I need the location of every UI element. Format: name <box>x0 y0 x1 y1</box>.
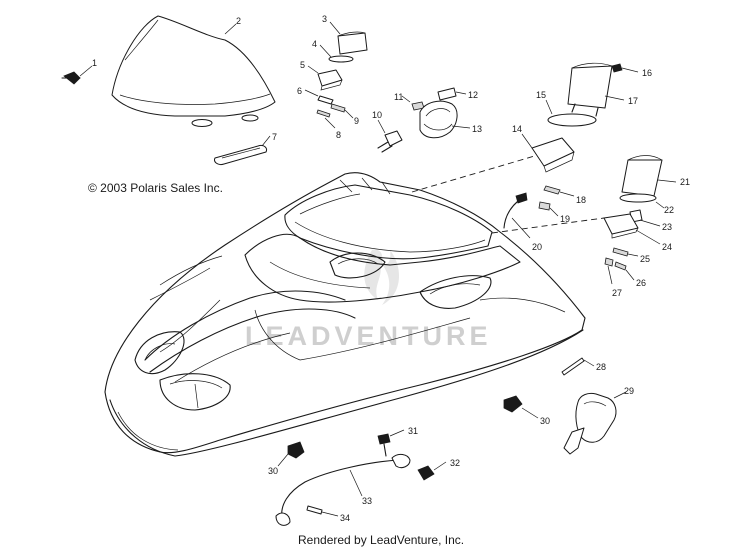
callout-29: 29 <box>624 386 634 396</box>
part-29-mirror: 29 <box>563 386 634 455</box>
part-19-fitting: 19 <box>538 201 570 224</box>
part-12-knob: 12 <box>437 87 478 101</box>
callout-28: 28 <box>596 362 606 372</box>
part-28-bolt: 28 <box>561 357 606 376</box>
callout-31: 31 <box>408 426 418 436</box>
callout-26: 26 <box>636 278 646 288</box>
callout-24: 24 <box>662 242 672 252</box>
callout-16: 16 <box>642 68 652 78</box>
callout-30-left: 30 <box>268 466 278 476</box>
part-10-socket: 10 <box>372 110 403 153</box>
part-2-windshield: 2 <box>111 15 276 127</box>
callout-10: 10 <box>372 110 382 120</box>
part-7-grab-handle: 7 <box>214 132 277 165</box>
callout-20: 20 <box>532 242 542 252</box>
callout-34: 34 <box>340 513 350 523</box>
part-26-clip: 26 <box>614 261 646 288</box>
part-34-rivet: 34 <box>306 505 350 523</box>
callout-9: 9 <box>354 116 359 126</box>
part-9-clip: 9 <box>330 103 359 126</box>
callout-22: 22 <box>664 205 674 215</box>
callout-6: 6 <box>297 86 302 96</box>
callout-5: 5 <box>300 60 305 70</box>
callout-3: 3 <box>322 14 327 24</box>
callout-13: 13 <box>472 124 482 134</box>
part-25-screw: 25 <box>612 247 650 264</box>
part-30-mount-left: 30 <box>268 441 305 476</box>
part-15-gauge-lens: 15 <box>536 90 597 127</box>
callout-19: 19 <box>560 214 570 224</box>
callout-21: 21 <box>680 177 690 187</box>
callout-2: 2 <box>236 16 241 26</box>
part-16-nut: 16 <box>611 63 652 78</box>
part-27-washer: 27 <box>604 257 622 298</box>
part-21-tachometer: 21 <box>621 155 690 197</box>
callout-4: 4 <box>312 39 317 49</box>
rendered-by-text: Rendered by LeadVenture, Inc. <box>298 533 464 547</box>
callout-15: 15 <box>536 90 546 100</box>
callout-11: 11 <box>394 92 403 102</box>
part-4-gauge-lens: 4 <box>312 39 354 63</box>
copyright-text: © 2003 Polaris Sales Inc. <box>88 181 223 195</box>
part-20-cable: 20 <box>503 192 542 252</box>
callout-30-right: 30 <box>540 416 550 426</box>
callout-23: 23 <box>662 222 672 232</box>
callout-32: 32 <box>450 458 460 468</box>
part-13-gauge-housing: 13 <box>419 100 482 139</box>
part-24-bezel: 24 <box>603 213 672 252</box>
callout-27: 27 <box>612 288 622 298</box>
callout-7: 7 <box>272 132 277 142</box>
explode-line-gauge <box>411 149 556 193</box>
part-6-bulb: 6 <box>297 86 334 105</box>
part-3-gauge: 3 <box>322 14 368 55</box>
part-18-spring: 18 <box>543 185 586 205</box>
part-22-lens: 22 <box>619 193 674 215</box>
part-17-speedometer: 17 <box>567 62 638 117</box>
part-14-gauge-bezel: 14 <box>512 124 575 173</box>
part-33-tether-cable: 33 <box>275 453 411 526</box>
callout-25: 25 <box>640 254 650 264</box>
callout-17: 17 <box>628 96 638 106</box>
hood-assembly <box>104 172 586 457</box>
part-32-nut: 32 <box>417 458 460 481</box>
callout-14: 14 <box>512 124 522 134</box>
watermark-text: LEADVENTURE <box>245 321 492 351</box>
part-11-lamp: 11 <box>394 92 425 111</box>
callout-33: 33 <box>362 496 372 506</box>
callout-12: 12 <box>468 90 478 100</box>
explode-line-gauge-2 <box>491 217 605 234</box>
part-8-screw: 8 <box>316 109 341 140</box>
part-31-bolt: 31 <box>377 426 418 457</box>
part-5-gauge-bezel: 5 <box>300 60 343 91</box>
callout-18: 18 <box>576 195 586 205</box>
part-30-mount-right: 30 <box>503 395 550 426</box>
callout-8: 8 <box>336 130 341 140</box>
part-1-push-rivet: 1 <box>61 58 97 85</box>
callout-1: 1 <box>92 58 97 68</box>
